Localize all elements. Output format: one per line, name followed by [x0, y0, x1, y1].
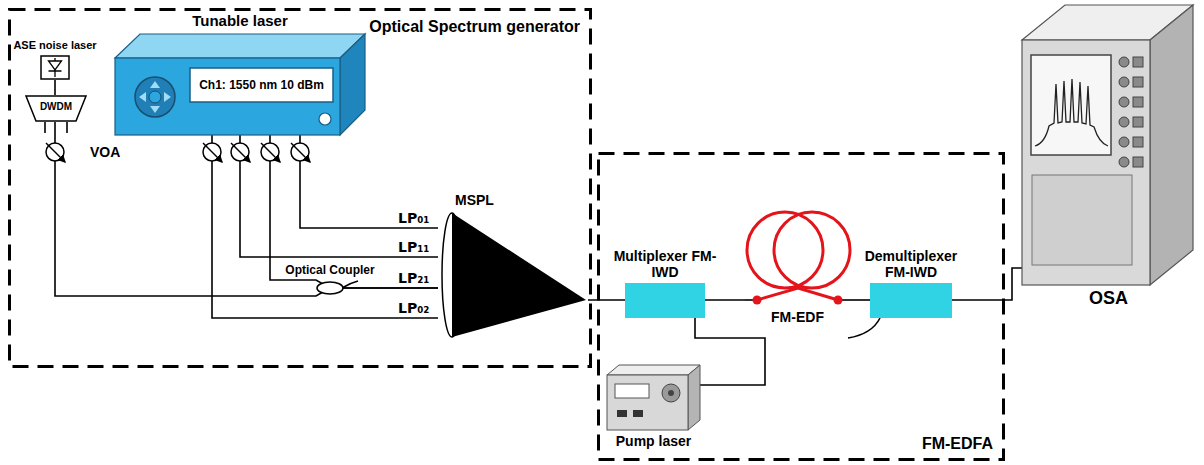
pump-laser-shape: [607, 365, 700, 430]
fiber-connector: [850, 300, 870, 301]
fiber-stub: [66, 122, 68, 133]
mode-label: LP₀₁: [398, 210, 429, 226]
device-label: Demultiplexer FM-IWD: [852, 248, 970, 280]
fiber-line: [300, 135, 438, 228]
mode-label: LP₂₁: [398, 270, 429, 286]
group-title: Optical Spectrum generator: [369, 18, 580, 36]
tunable-laser: Tunable laserCh1: 1550 nm 10 dBm: [115, 34, 365, 135]
dashed-group-box: FM-EDFAMultiplexer FM-IWDFM-EDFDemultipl…: [597, 152, 1005, 461]
coupler-stub: [342, 281, 358, 288]
multiplexer-box-shape: [625, 283, 705, 318]
device-label: Multiplexer FM-IWD: [609, 248, 721, 280]
fiber-coil: FM-EDF: [745, 208, 850, 306]
fiber-line: [55, 122, 438, 296]
device-label: Pump laser: [616, 433, 691, 449]
fiber-line: [212, 135, 438, 318]
device-label: DWDM: [25, 101, 87, 113]
fiber-line: [270, 135, 438, 288]
dwdm-trapezoid: DWDM: [25, 95, 87, 122]
device-label: FM-EDF: [771, 309, 824, 325]
pump-laser: Pump laser: [607, 365, 700, 430]
fiber-connector: [212, 135, 438, 318]
optical-spectrum-analyzer: OSA: [1022, 5, 1195, 285]
multiplexer-box: Multiplexer FM-IWD: [625, 283, 705, 318]
fiber-line: [705, 299, 745, 301]
demultiplexer-box-shape: [870, 283, 952, 318]
fiber-connector: [55, 80, 56, 95]
voa-symbol: [261, 143, 280, 162]
voa-symbol: [231, 143, 250, 162]
fiber-coil-shape: [745, 208, 850, 306]
fiber-line: [850, 299, 870, 301]
voa-symbol: [46, 143, 65, 162]
optical-coupler: [317, 282, 343, 294]
fiber-connector: [695, 318, 765, 385]
fiber-line: [695, 318, 765, 385]
voa-symbol: [203, 143, 222, 162]
component-label: Optical Coupler: [285, 262, 374, 278]
group-title: FM-EDFA: [922, 435, 993, 453]
mode-selective-lantern: MSPL: [438, 210, 588, 340]
device-label: OSA: [1089, 288, 1128, 309]
demultiplexer-box: Demultiplexer FM-IWD: [870, 283, 952, 318]
fiber-connector: [55, 122, 438, 296]
fiber-connector: [588, 300, 625, 301]
fiber-stub: [848, 318, 880, 338]
fiber-connector: [300, 135, 438, 228]
fiber-connector: [270, 135, 438, 288]
display-text: Ch1: 1550 nm 10 dBm: [191, 70, 332, 100]
mode-label: LP₀₂: [398, 300, 429, 316]
mode-selective-lantern-shape: [438, 210, 588, 340]
fiber-stub: [44, 122, 46, 133]
device-label: Tunable laser: [192, 12, 288, 29]
device-label: MSPL: [455, 192, 494, 208]
optical-spectrum-analyzer-shape: [1022, 5, 1195, 285]
fiber-line: [952, 268, 1022, 300]
fiber-connector: [705, 300, 745, 301]
fiber-connector: [952, 268, 1022, 300]
fiber-line: [54, 80, 56, 95]
mode-label: LP₁₁: [398, 239, 429, 255]
device-label: ASE noise laser: [13, 39, 96, 52]
voa-symbol: [291, 143, 310, 162]
fiber-line: [588, 299, 625, 301]
component-label: VOA: [90, 144, 120, 160]
ase-source-box: ASE noise laser: [40, 55, 70, 80]
ase-source-box-shape: [40, 55, 70, 80]
dashed-group-box: Optical Spectrum generatorASE noise lase…: [8, 8, 592, 368]
